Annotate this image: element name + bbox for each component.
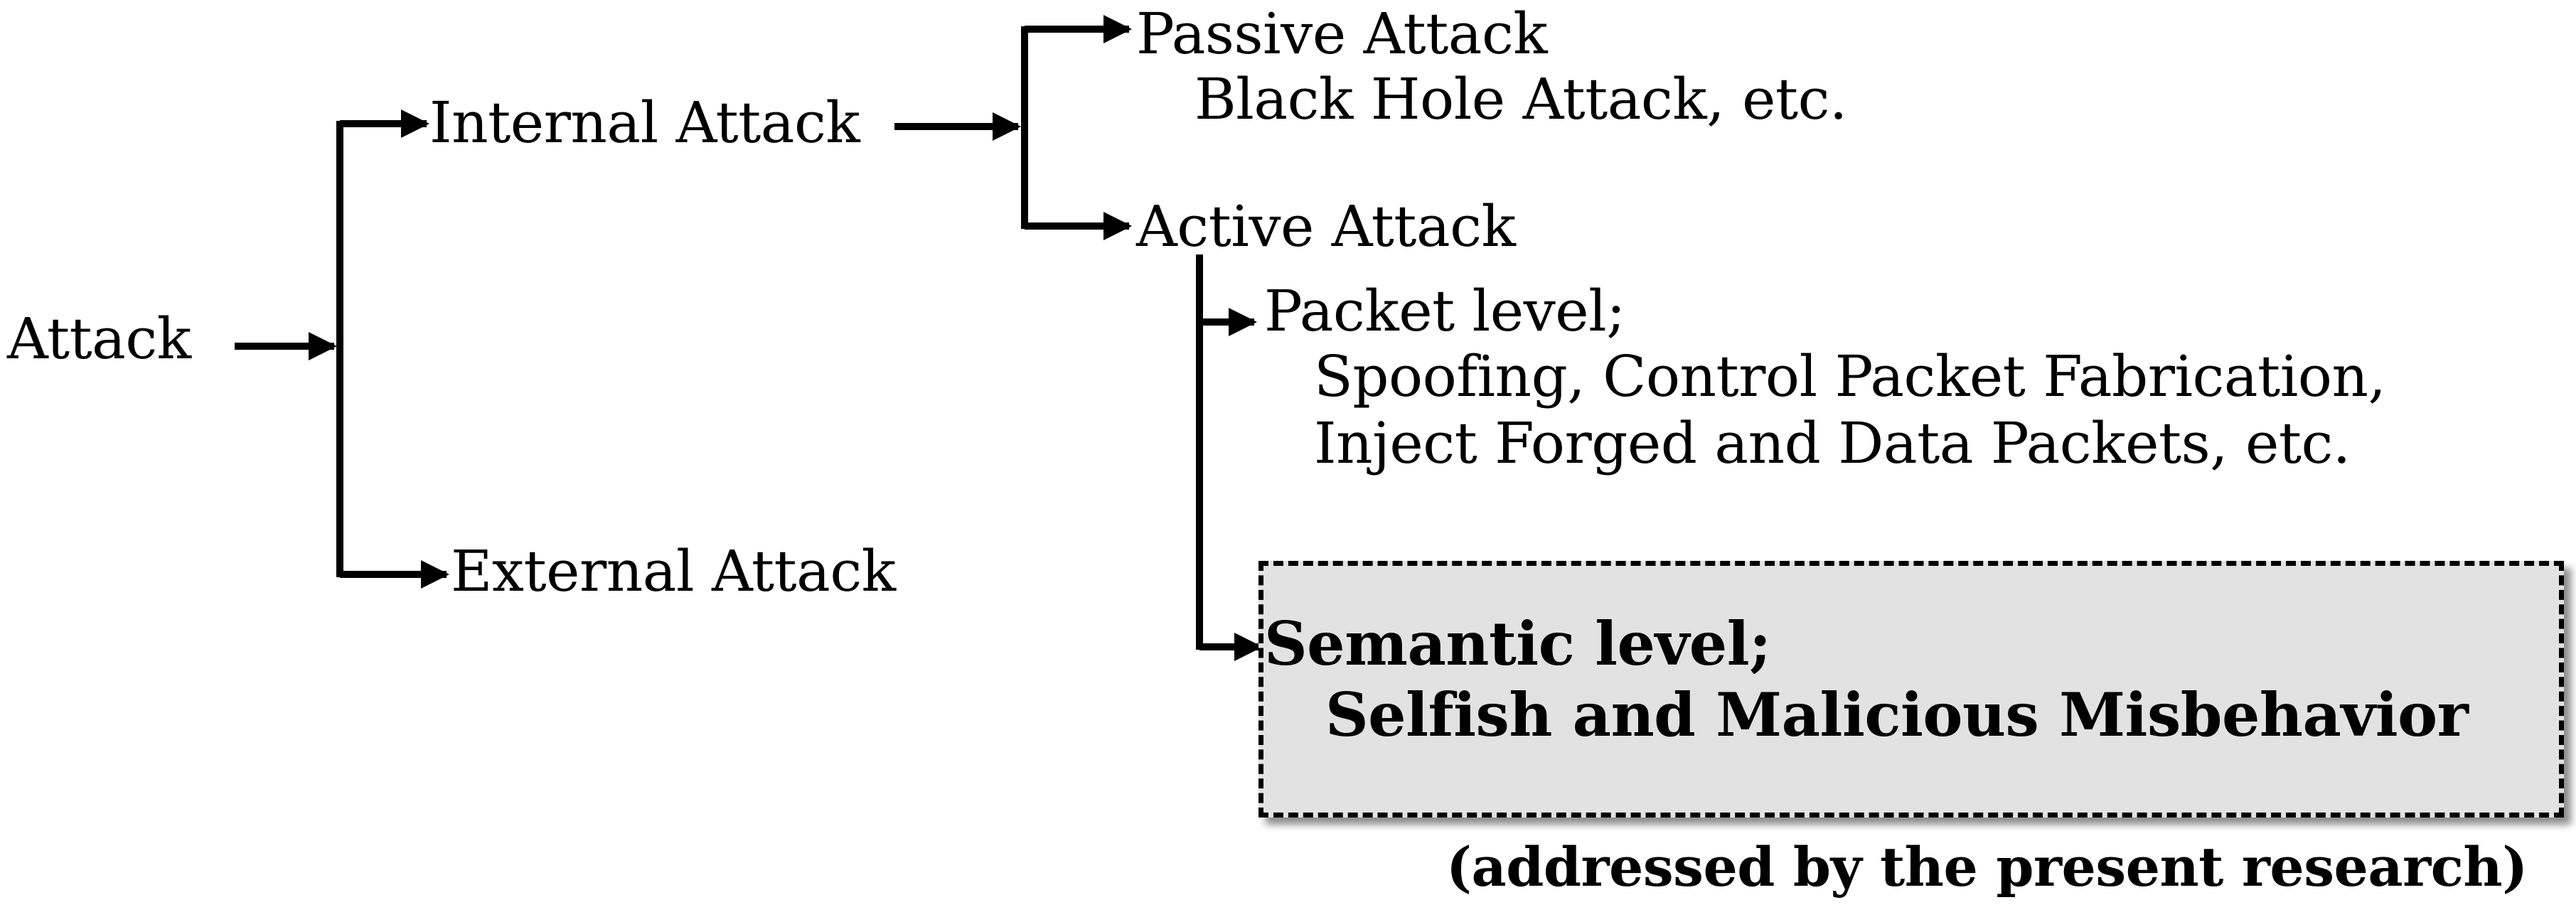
node-external-attack: External Attack — [451, 538, 896, 604]
semantic-level-highlight-box — [1258, 561, 2564, 818]
node-internal-attack: Internal Attack — [429, 90, 860, 156]
passive-attack-example: Black Hole Attack, etc. — [1195, 66, 1847, 132]
node-attack: Attack — [7, 306, 191, 372]
node-active-attack: Active Attack — [1136, 193, 1516, 259]
semantic-level-example: Selfish and Malicious Misbehavior — [1325, 680, 2469, 750]
packet-level-example-2: Inject Forged and Data Packets, etc. — [1314, 410, 2351, 476]
node-semantic-level: Semantic level; — [1264, 609, 1771, 679]
research-scope-note: (addressed by the present research) — [1446, 835, 2528, 899]
node-packet-level: Packet level; — [1264, 278, 1625, 344]
node-passive-attack: Passive Attack — [1136, 1, 1548, 67]
packet-level-example-1: Spoofing, Control Packet Fabrication, — [1314, 343, 2386, 409]
